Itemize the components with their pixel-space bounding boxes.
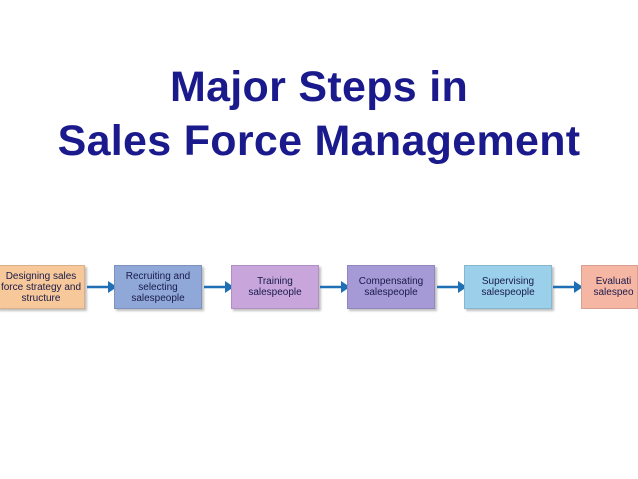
step-designing-label: Designing sales force strategy and struc… [0,270,82,304]
slide-title-line-1: Major Steps in [169,63,469,111]
step-recruiting-label: Recruiting and selecting salespeople [125,270,191,304]
arrow-right-icon [87,281,117,293]
arrow-right-icon [320,281,350,293]
step-supervising: Supervising salespeople [464,265,552,309]
step-supervising-label: Supervising salespeople [481,276,535,298]
step-evaluating: Evaluati salespeo [581,265,638,309]
step-designing: Designing sales force strategy and struc… [0,265,85,309]
arrow-right-icon [553,281,583,293]
step-compensating-label: Compensating salespeople [358,276,424,298]
arrow-right-icon [437,281,467,293]
step-evaluating-label: Evaluati salespeo [593,276,634,298]
arrow-right-icon [204,281,234,293]
step-training: Training salespeople [231,265,319,309]
step-training-label: Training salespeople [248,276,302,298]
slide-title: Major Steps in Sales Force Management [0,60,638,168]
step-compensating: Compensating salespeople [347,265,435,309]
slide-title-line-2: Sales Force Management [57,117,581,165]
step-recruiting: Recruiting and selecting salespeople [114,265,202,309]
